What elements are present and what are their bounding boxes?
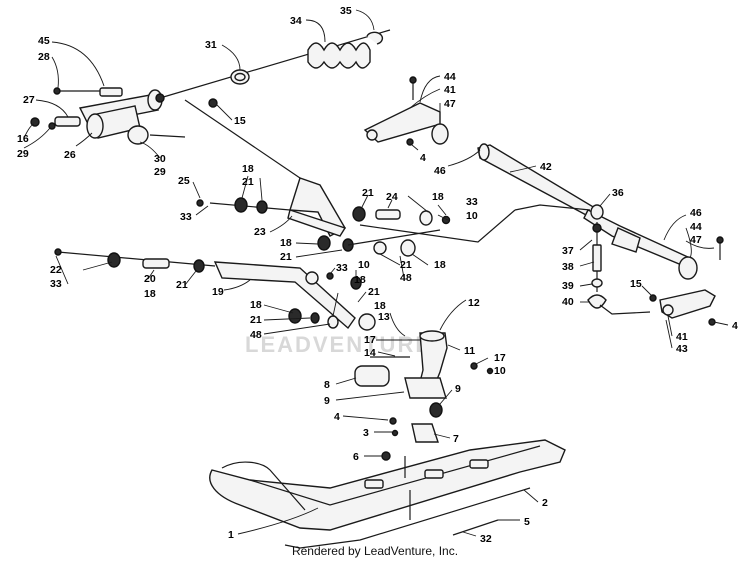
callout-41: 41 (676, 331, 688, 343)
callout-21: 21 (250, 314, 262, 326)
callout-16: 16 (17, 133, 29, 145)
lower-a-arm (54, 248, 376, 331)
callout-38: 38 (562, 261, 574, 273)
callout-35: 35 (340, 5, 352, 17)
callout-1: 1 (228, 529, 234, 541)
callout-10: 10 (466, 210, 478, 222)
callout-25: 25 (178, 175, 190, 187)
callout-19: 19 (212, 286, 224, 298)
callout-21: 21 (368, 286, 380, 298)
callout-21: 21 (242, 176, 254, 188)
callout-12: 12 (468, 297, 480, 309)
callout-8: 8 (324, 379, 330, 391)
callout-45: 45 (38, 35, 50, 47)
callout-21: 21 (400, 259, 412, 271)
callout-4: 4 (334, 411, 340, 423)
callout-14: 14 (364, 347, 376, 359)
shock-absorber-assembly (30, 29, 391, 145)
callout-17: 17 (364, 334, 376, 346)
callout-33: 33 (50, 278, 62, 290)
callout-21: 21 (280, 251, 292, 263)
callout-29: 29 (17, 148, 29, 160)
callout-21: 21 (176, 279, 188, 291)
callout-32: 32 (480, 533, 492, 545)
callout-41: 41 (444, 84, 456, 96)
callout-47: 47 (444, 98, 456, 110)
callout-3: 3 (363, 427, 369, 439)
callout-48: 48 (400, 272, 412, 284)
callout-36: 36 (612, 187, 624, 199)
callout-4: 4 (420, 152, 426, 164)
callout-11: 11 (464, 345, 475, 357)
callout-29: 29 (154, 166, 166, 178)
callout-22: 22 (50, 264, 62, 276)
callout-33: 33 (466, 196, 478, 208)
callout-6: 6 (353, 451, 359, 463)
callout-47: 47 (690, 234, 702, 246)
callout-23: 23 (254, 226, 266, 238)
callout-10: 10 (358, 259, 370, 271)
callout-15: 15 (630, 278, 642, 290)
callout-13: 13 (378, 311, 390, 323)
callout-30: 30 (154, 153, 166, 165)
callout-18: 18 (280, 237, 292, 249)
callout-18: 18 (354, 274, 366, 286)
callout-28: 28 (38, 51, 50, 63)
callout-18: 18 (250, 299, 262, 311)
callout-27: 27 (23, 94, 35, 106)
callout-34: 34 (290, 15, 302, 27)
callout-17: 17 (494, 352, 506, 364)
callout-20: 20 (144, 273, 156, 285)
callout-24: 24 (386, 191, 398, 203)
callout-33: 33 (336, 262, 348, 274)
callout-2: 2 (542, 497, 548, 509)
callout-46: 46 (690, 207, 702, 219)
callout-42: 42 (540, 161, 552, 173)
callout-15: 15 (234, 115, 246, 127)
callout-18: 18 (374, 300, 386, 312)
callout-26: 26 (64, 149, 76, 161)
spindle-assembly (354, 330, 494, 461)
callout-44: 44 (690, 221, 702, 233)
callout-31: 31 (205, 39, 217, 51)
callout-5: 5 (524, 516, 530, 528)
leader-lines (23, 9, 729, 537)
callout-44: 44 (444, 71, 456, 83)
callout-33: 33 (180, 211, 192, 223)
callout-9: 9 (455, 383, 461, 395)
callout-18: 18 (242, 163, 254, 175)
callout-46: 46 (434, 165, 446, 177)
callout-7: 7 (453, 433, 459, 445)
callout-18: 18 (144, 288, 156, 300)
callout-10: 10 (494, 365, 506, 377)
watermark: LEADVENTURE (245, 332, 432, 357)
callout-18: 18 (434, 259, 446, 271)
callout-9: 9 (324, 395, 330, 407)
ski (209, 439, 566, 549)
callout-39: 39 (562, 280, 574, 292)
callout-48: 48 (250, 329, 262, 341)
rendered-by-footer: Rendered by LeadVenture, Inc. (291, 544, 459, 558)
callout-labels: 45 28 27 16 29 26 15 30 29 31 34 35 25 3… (17, 5, 738, 545)
callout-37: 37 (562, 245, 574, 257)
callout-18: 18 (432, 191, 444, 203)
callout-43: 43 (676, 343, 688, 355)
callout-4: 4 (732, 320, 738, 332)
callout-21: 21 (362, 187, 374, 199)
callout-40: 40 (562, 296, 574, 308)
upper-a-arm (184, 99, 451, 257)
